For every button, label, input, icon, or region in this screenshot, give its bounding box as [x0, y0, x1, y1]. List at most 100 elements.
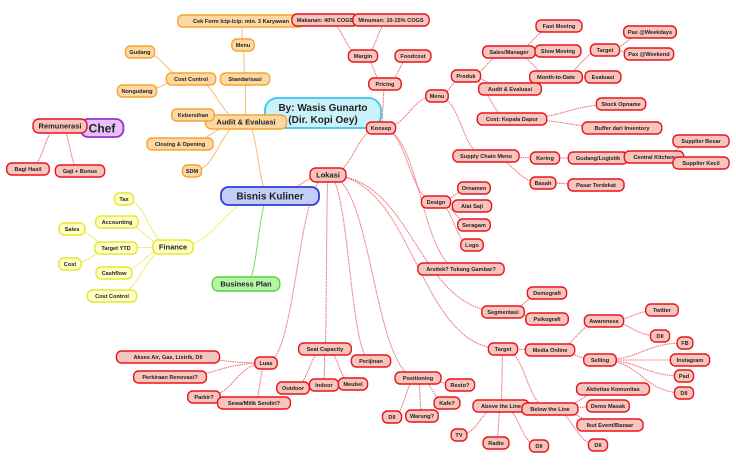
topic-arsitek[interactable]: Arsitek? Tukang Gambar?	[417, 262, 505, 276]
topic-lokasi[interactable]: Lokasi	[309, 167, 347, 183]
topic-dllP[interactable]: Dll	[381, 410, 403, 424]
topic-resto[interactable]: Resto?	[444, 378, 476, 392]
topic-stock[interactable]: Stock Opname	[595, 97, 647, 111]
topic-sdm[interactable]: SDM	[181, 164, 203, 178]
topic-segmentasi[interactable]: Segmentasi	[481, 305, 526, 319]
topic-dllA[interactable]: Dll	[649, 329, 671, 343]
topic-demo[interactable]: Demo Masak	[586, 399, 631, 413]
topic-seat[interactable]: Seat Capacity	[297, 342, 353, 356]
topic-closing[interactable]: Closing & Opening	[146, 137, 214, 151]
topic-twitter[interactable]: Twitter	[645, 303, 679, 317]
topic-pad[interactable]: Pad	[673, 369, 695, 383]
topic-targetL[interactable]: Target	[487, 342, 519, 356]
topic-auditR[interactable]: Audit & Evaluasi	[477, 82, 543, 96]
topic-kebersihan[interactable]: Kebersihan	[170, 108, 215, 122]
topic-slow[interactable]: Slow Moving	[534, 44, 582, 58]
topic-chef[interactable]: Chef	[79, 118, 125, 138]
topic-warung[interactable]: Warung?	[405, 409, 439, 423]
topic-accounting[interactable]: Accounting	[94, 215, 139, 229]
topic-evaluasi[interactable]: Evaluasi	[584, 70, 622, 84]
topic-foodcost[interactable]: Foodcost	[394, 49, 432, 63]
topic-author[interactable]: By: Wasis Gunarto(Dir. Kopi Oey)	[264, 97, 382, 129]
topic-kafe[interactable]: Kafe?	[433, 396, 461, 410]
topic-alatsaji[interactable]: Alat Saji	[451, 199, 493, 213]
topic-cost[interactable]: Cost	[58, 257, 82, 271]
topic-btl[interactable]: Below the Line	[521, 402, 579, 416]
topic-nongudang[interactable]: Nongudang	[116, 84, 158, 98]
topic-komunitas[interactable]: Aktivitas Komunitas	[575, 382, 651, 396]
topic-tax[interactable]: Tax	[113, 192, 135, 206]
topic-menuO[interactable]: Menu	[231, 38, 255, 52]
topic-psikografi[interactable]: Psikografi	[525, 312, 570, 326]
topic-bubble	[368, 77, 402, 91]
topic-label: Supplier Besar	[681, 139, 721, 145]
topic-outdoor[interactable]: Outdoor	[276, 381, 310, 395]
topic-dllBTL[interactable]: Dll	[587, 438, 609, 452]
topic-konsep[interactable]: Konsep	[365, 121, 397, 135]
topic-bubble	[132, 370, 208, 384]
topic-finance[interactable]: Finance	[152, 239, 194, 255]
topic-bagi[interactable]: Bagi Hasil	[5, 162, 50, 176]
topic-sewa[interactable]: Sewa/Milik Sendiri?	[216, 396, 292, 410]
topic-produk[interactable]: Produk	[450, 69, 482, 83]
topic-bplan[interactable]: Business Plan	[211, 276, 281, 292]
topic-dllATL[interactable]: Dll	[528, 439, 550, 453]
topic-event[interactable]: Ikut Event/Bazaar	[576, 418, 644, 432]
topic-indoor[interactable]: Indoor	[308, 378, 340, 392]
topic-positioning[interactable]: Positioning	[394, 371, 442, 385]
topic-ornamen[interactable]: Ornamen	[457, 181, 491, 195]
topic-targetytd[interactable]: Target YTD	[93, 241, 138, 255]
topic-renovasi[interactable]: Perkiraan Renovasi?	[132, 370, 208, 384]
topic-perijinan[interactable]: Perijinan	[350, 354, 392, 368]
topic-pricing[interactable]: Pricing	[368, 77, 402, 91]
topic-buffer[interactable]: Buffer dari Inventory	[581, 121, 663, 135]
topic-media[interactable]: Media Online	[524, 343, 576, 357]
topic-audit[interactable]: Audit & Evaluasi	[204, 114, 288, 130]
topic-costkd[interactable]: Cost: Kepala Dapur	[476, 112, 548, 126]
topic-label: Pricing	[376, 82, 396, 88]
topic-supbesar[interactable]: Supplier Besar	[672, 134, 730, 148]
topic-makanan[interactable]: Makanan: 40% COGS	[291, 13, 359, 27]
topic-radio[interactable]: Radio	[482, 436, 510, 450]
topic-targetM[interactable]: Target	[589, 43, 621, 57]
topic-tv[interactable]: TV	[450, 428, 468, 442]
topic-cekform[interactable]: Cek Form Icip-Icip: min. 3 Karyawan	[176, 14, 305, 28]
topic-costctlY[interactable]: Cost Control	[86, 289, 138, 303]
topic-sales[interactable]: Sales	[58, 222, 86, 236]
topic-parkir[interactable]: Parkir?	[187, 390, 221, 404]
topic-logo[interactable]: Logo	[460, 238, 484, 252]
topic-atl[interactable]: Above the Line	[472, 399, 530, 413]
topic-design[interactable]: Design	[420, 195, 452, 209]
topic-instagram[interactable]: Instagram	[669, 353, 711, 367]
topic-pasar[interactable]: Pasar Terdekat	[567, 178, 625, 192]
topic-scm[interactable]: Supply Chain Menu	[452, 149, 520, 163]
topic-paxwe[interactable]: Pax @Weekend	[623, 47, 675, 61]
topic-menuR[interactable]: Menu	[425, 89, 449, 103]
topic-costctl[interactable]: Cost Control	[165, 72, 217, 86]
topic-margin[interactable]: Margin	[347, 49, 379, 63]
topic-salesmgr[interactable]: Sales/Manager	[481, 45, 537, 59]
topic-gaji[interactable]: Gaji + Bonus	[54, 164, 106, 178]
topic-gudlog[interactable]: Gudang/Logistik	[567, 151, 629, 165]
topic-minuman[interactable]: Minuman: 10-15% COGS	[352, 13, 430, 27]
topic-demografi[interactable]: Demografi	[526, 286, 568, 300]
topic-standar[interactable]: Standarisasi	[219, 72, 271, 86]
topic-seragam[interactable]: Seragam	[457, 218, 491, 232]
topic-fb[interactable]: FB	[676, 336, 694, 350]
topic-kering[interactable]: Kering	[529, 151, 561, 165]
topic-meubel[interactable]: Meubel	[337, 377, 369, 391]
topic-cashflow[interactable]: Cashflow	[95, 266, 133, 280]
topic-paxwd[interactable]: Pax @Weekdays	[622, 25, 678, 39]
topic-akses[interactable]: Akses Air, Gas, Listrik, Dll	[115, 350, 221, 364]
topic-fast[interactable]: Fast Moving	[535, 19, 583, 33]
topic-dllS[interactable]: Dll	[673, 386, 695, 400]
topic-remun[interactable]: Remunerasi	[32, 118, 88, 134]
topic-supkecil[interactable]: Supplier Kecil	[672, 156, 730, 170]
topic-luas[interactable]: Luas	[254, 356, 278, 370]
topic-selling[interactable]: Selling	[583, 353, 617, 367]
topic-gudang[interactable]: Gudang	[124, 45, 156, 59]
topic-root[interactable]: Bisnis Kuliner	[220, 186, 320, 206]
topic-awareness[interactable]: Awareness	[583, 314, 625, 328]
topic-mtd[interactable]: Month-to-Date	[528, 70, 584, 84]
topic-basah[interactable]: Basah	[529, 176, 557, 190]
